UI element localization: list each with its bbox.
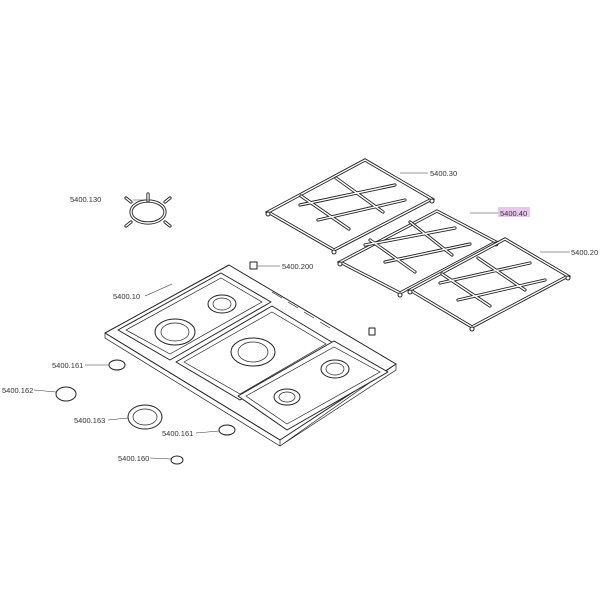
cap-5400-162 [55, 386, 77, 402]
hob-top-plate [104, 264, 397, 447]
leader-lines [33, 172, 570, 460]
cap-5400-160 [170, 455, 184, 465]
cap-5400-161-left [108, 359, 126, 371]
label-5400-161-right: 5400.161 [162, 429, 193, 438]
pan-support-grid-5400-40 [336, 209, 500, 298]
label-5400-160: 5400.160 [118, 454, 149, 463]
label-5400-30: 5400.30 [430, 169, 457, 178]
label-highlight [498, 207, 530, 217]
label-5400-161-left: 5400.161 [52, 361, 83, 370]
part-labels: 5400.30 5400.40 5400.20 5400.130 5400.20… [2, 169, 598, 463]
cap-5400-161-right [218, 424, 236, 436]
label-5400-40: 5400.40 [500, 209, 527, 218]
pan-support-grid-5400-30 [264, 158, 436, 255]
label-5400-130: 5400.130 [70, 195, 101, 204]
label-5400-20: 5400.20 [571, 248, 598, 257]
pan-support-grid-5400-20 [406, 237, 572, 332]
label-5400-200: 5400.200 [282, 262, 313, 271]
label-5400-162: 5400.162 [2, 386, 33, 395]
fixing-clip [249, 261, 376, 336]
wok-ring-support [124, 192, 172, 228]
label-5400-10: 5400.10 [113, 292, 140, 301]
label-5400-163: 5400.163 [74, 416, 105, 425]
